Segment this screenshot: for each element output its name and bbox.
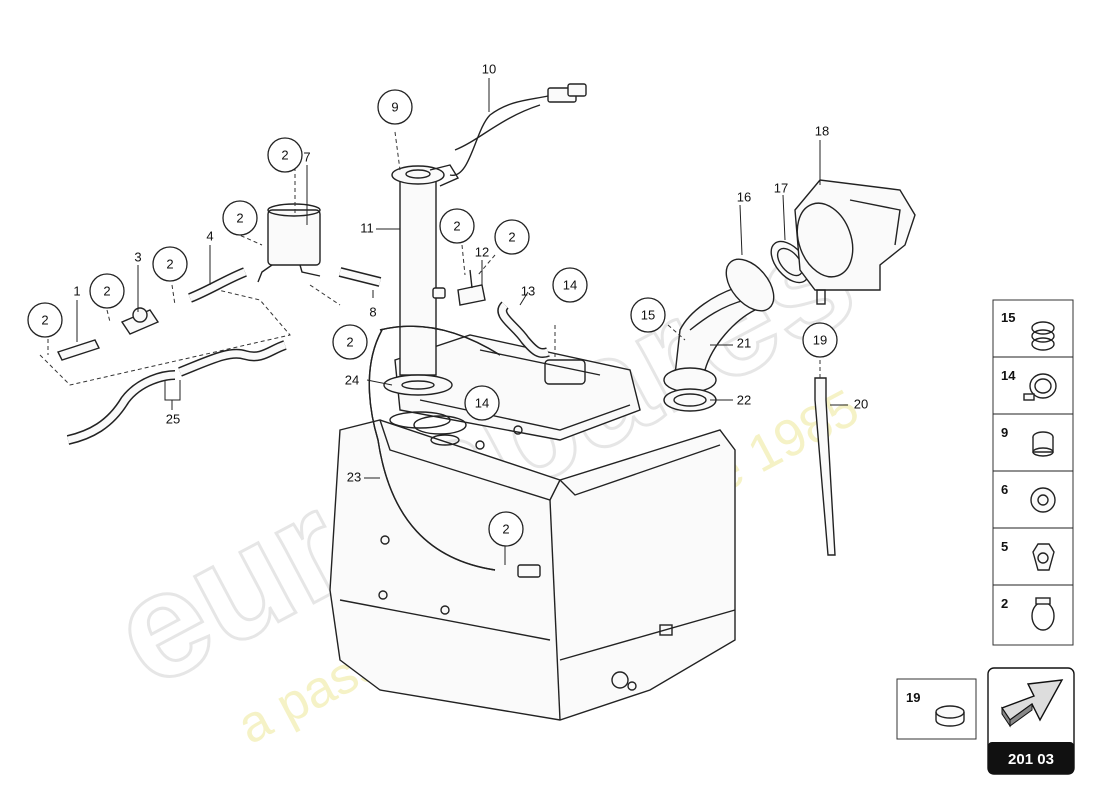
hose-13 (497, 301, 550, 359)
callout-label: 10 (482, 61, 496, 76)
legend-item: 5 (1001, 539, 1055, 571)
callout-label: 1 (73, 283, 80, 298)
callout-label: 7 (303, 149, 310, 164)
hose-clip-icon (1023, 373, 1057, 401)
legend-number: 15 (1001, 310, 1015, 325)
legend-number: 5 (1001, 539, 1008, 554)
legend-item: 14 (1001, 368, 1057, 401)
left-parts (39, 131, 821, 445)
callout-label: 14 (475, 395, 489, 410)
callout-label: 20 (854, 396, 868, 411)
leader-lines (76, 78, 848, 565)
callout-label: 2 (502, 521, 509, 536)
callout-label: 2 (41, 312, 48, 327)
callout-label: 12 (475, 244, 489, 259)
hex-nut-icon (1032, 543, 1055, 571)
callout-label: 2 (453, 218, 460, 233)
callout-label: 2 (346, 334, 353, 349)
hose-23 (368, 325, 541, 578)
callout-label: 4 (206, 228, 213, 243)
callout-label: 3 (134, 249, 141, 264)
parts-legend: 15 14 9 6 (992, 299, 1074, 646)
reference-code: 201 03 (1008, 751, 1054, 768)
callout-label: 17 (774, 180, 788, 195)
callout-label: 21 (737, 335, 751, 350)
callout-label: 25 (166, 411, 180, 426)
legend-number: 6 (1001, 482, 1008, 497)
spring-clamp-icon (1031, 321, 1055, 351)
legend-number: 9 (1001, 425, 1008, 440)
callout-label: 14 (563, 277, 577, 292)
callouts: 2 2 2 2 2 2 2 2 2 9 14 14 15 19 1 3 4 7 … (27, 61, 868, 547)
legend-item: 15 (1001, 310, 1055, 351)
legend-item: 6 (1001, 482, 1056, 513)
callout-circle (27, 302, 63, 338)
callout-label: 9 (391, 99, 398, 114)
legend-number: 14 (1001, 368, 1016, 383)
callout-label: 18 (815, 123, 829, 138)
band-clamp-icon (935, 705, 965, 727)
legend-number: 2 (1001, 596, 1008, 611)
legend-item: 2 (1001, 596, 1055, 631)
clamp-icon (1031, 597, 1055, 631)
arrow-icon (1000, 679, 1064, 728)
legend-number: 19 (906, 690, 920, 705)
callout-label: 22 (737, 392, 751, 407)
drain-hose-20 (814, 377, 836, 556)
callout-label: 2 (508, 229, 515, 244)
callout-label: 23 (347, 469, 361, 484)
callout-label: 15 (641, 307, 655, 322)
nut-icon (1032, 431, 1054, 457)
callout-label: 11 (360, 220, 374, 235)
legend-item-19: 19 (896, 678, 977, 740)
callout-label: 16 (737, 189, 751, 204)
reference-box: 201 03 (987, 667, 1075, 775)
callout-label: 24 (345, 372, 359, 387)
washer-icon (1030, 487, 1056, 513)
callout-label: 8 (369, 304, 376, 319)
filler-assembly (663, 179, 916, 412)
callout-label: 2 (166, 256, 173, 271)
callout-label: 2 (103, 283, 110, 298)
callout-label: 19 (813, 332, 827, 347)
fuel-sender (383, 83, 587, 429)
callout-label: 13 (521, 283, 535, 298)
callout-label: 2 (236, 210, 243, 225)
callout-label: 2 (281, 147, 288, 162)
connector-12 (432, 269, 486, 306)
legend-item: 9 (1001, 425, 1054, 457)
